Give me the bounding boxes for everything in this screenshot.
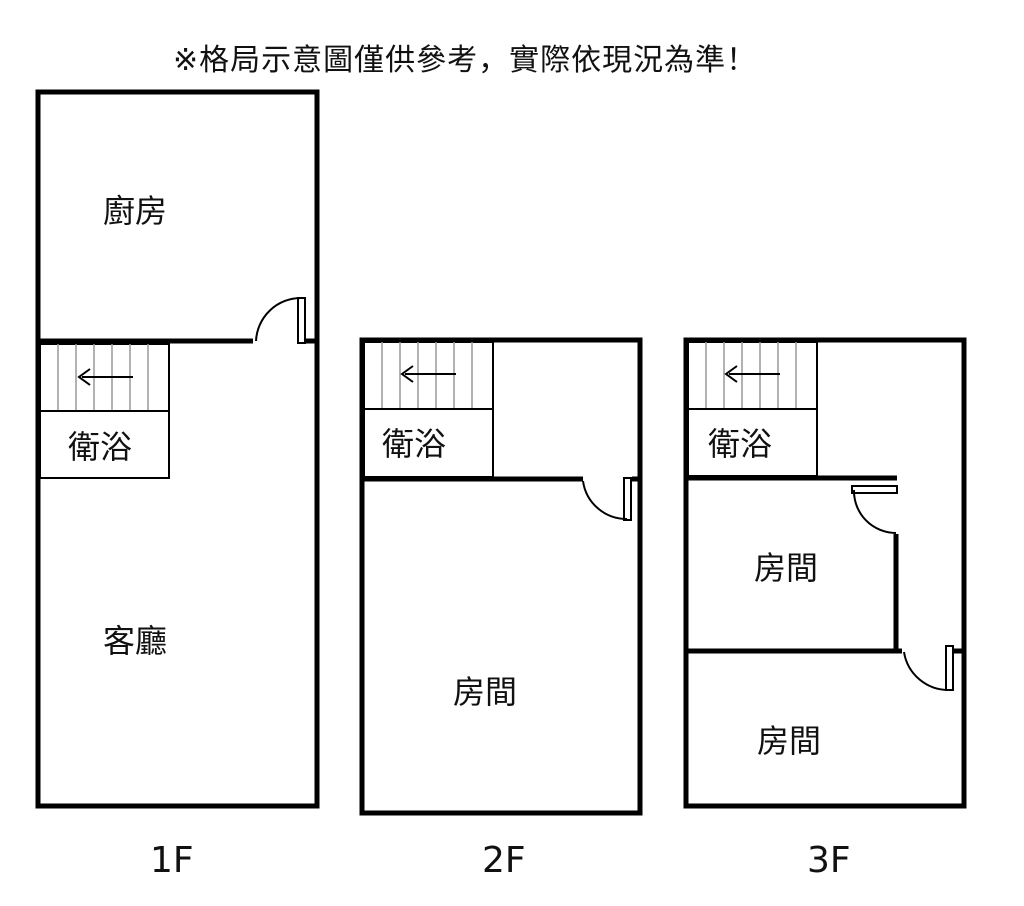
floor-2f-outer-wall — [359, 337, 643, 816]
room-label-bath: 衛浴 — [708, 425, 772, 463]
floor-1f: 衛浴 廚房 客廳 — [35, 89, 320, 809]
room-label-room-lower: 房間 — [757, 722, 821, 760]
door-icon — [623, 477, 632, 521]
door-swing-icon — [255, 296, 302, 342]
stairs-icon — [363, 341, 494, 410]
disclaimer-note: ※格局示意圖僅供參考，實際依現況為準！ — [173, 43, 757, 78]
room-label-room-upper: 房間 — [754, 549, 818, 587]
door-swing-icon — [582, 480, 628, 521]
door-icon — [945, 645, 954, 691]
floor-2f: 衛浴 房間 — [359, 337, 643, 816]
floor-1f-outer-wall — [35, 89, 320, 809]
floor-label-3f: 3F — [807, 840, 851, 881]
room-label-kitchen: 廚房 — [103, 192, 167, 230]
floor-3f-bath — [687, 408, 818, 477]
room-label-bath: 衛浴 — [68, 428, 132, 466]
floor-1f-bath — [39, 410, 170, 479]
door-icon — [851, 485, 898, 494]
floor-label-1f: 1F — [150, 840, 194, 881]
room-label-room: 房間 — [453, 673, 517, 711]
floor-3f: 衛浴 房間 房間 — [683, 337, 967, 809]
floor-2f-bath — [363, 408, 494, 478]
stairs-icon — [39, 343, 170, 412]
room-label-bath: 衛浴 — [382, 425, 446, 463]
room-label-living: 客廳 — [103, 622, 167, 660]
floor-label-2f: 2F — [482, 840, 526, 881]
stairs-icon — [687, 341, 818, 410]
door-swing-icon — [852, 489, 897, 534]
door-swing-icon — [903, 651, 950, 692]
door-icon — [297, 297, 306, 344]
